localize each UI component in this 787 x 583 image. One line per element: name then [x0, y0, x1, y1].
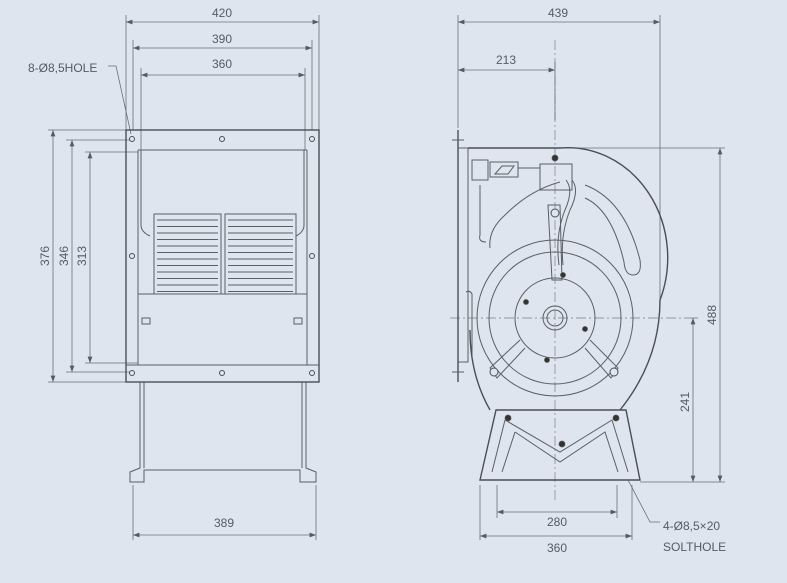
dim-346: 346	[57, 246, 71, 266]
dim-241: 241	[678, 392, 692, 412]
dim-488: 488	[705, 305, 719, 325]
hole-leader	[108, 65, 132, 135]
dim-360-side: 360	[547, 541, 567, 555]
shaft	[542, 305, 568, 331]
motor-hub	[514, 277, 596, 359]
blade-frame	[153, 213, 222, 295]
dim-390: 390	[212, 32, 232, 46]
slot-leader	[627, 479, 660, 523]
dim-360: 360	[212, 57, 232, 71]
impeller-blades	[153, 213, 297, 295]
capacitor	[539, 163, 573, 191]
side-view: 439 213 488 241 280 360 4-Ø8,5×20 SOLTHO…	[450, 6, 726, 555]
dim-280: 280	[547, 515, 567, 529]
dim-439: 439	[548, 6, 568, 20]
cable	[561, 179, 576, 266]
dim-313: 313	[75, 246, 89, 266]
terminal-box	[471, 159, 489, 181]
front-view: 420 390 360 8-Ø8,5HOLE 376 346 313 389	[28, 6, 320, 540]
scroll-housing	[468, 146, 669, 411]
slot-note-2: SOLTHOLE	[663, 540, 726, 554]
dim-420: 420	[212, 6, 232, 20]
blade-frame	[224, 213, 297, 295]
mounting-holes	[129, 136, 315, 376]
bolts	[504, 154, 620, 448]
base-stand	[479, 409, 641, 481]
hole-note: 8-Ø8,5HOLE	[28, 61, 97, 75]
dim-213: 213	[496, 53, 516, 67]
slot-note-1: 4-Ø8,5×20	[663, 519, 720, 533]
front-flange	[125, 129, 320, 383]
dim-376: 376	[38, 246, 52, 266]
dim-389: 389	[214, 516, 234, 530]
